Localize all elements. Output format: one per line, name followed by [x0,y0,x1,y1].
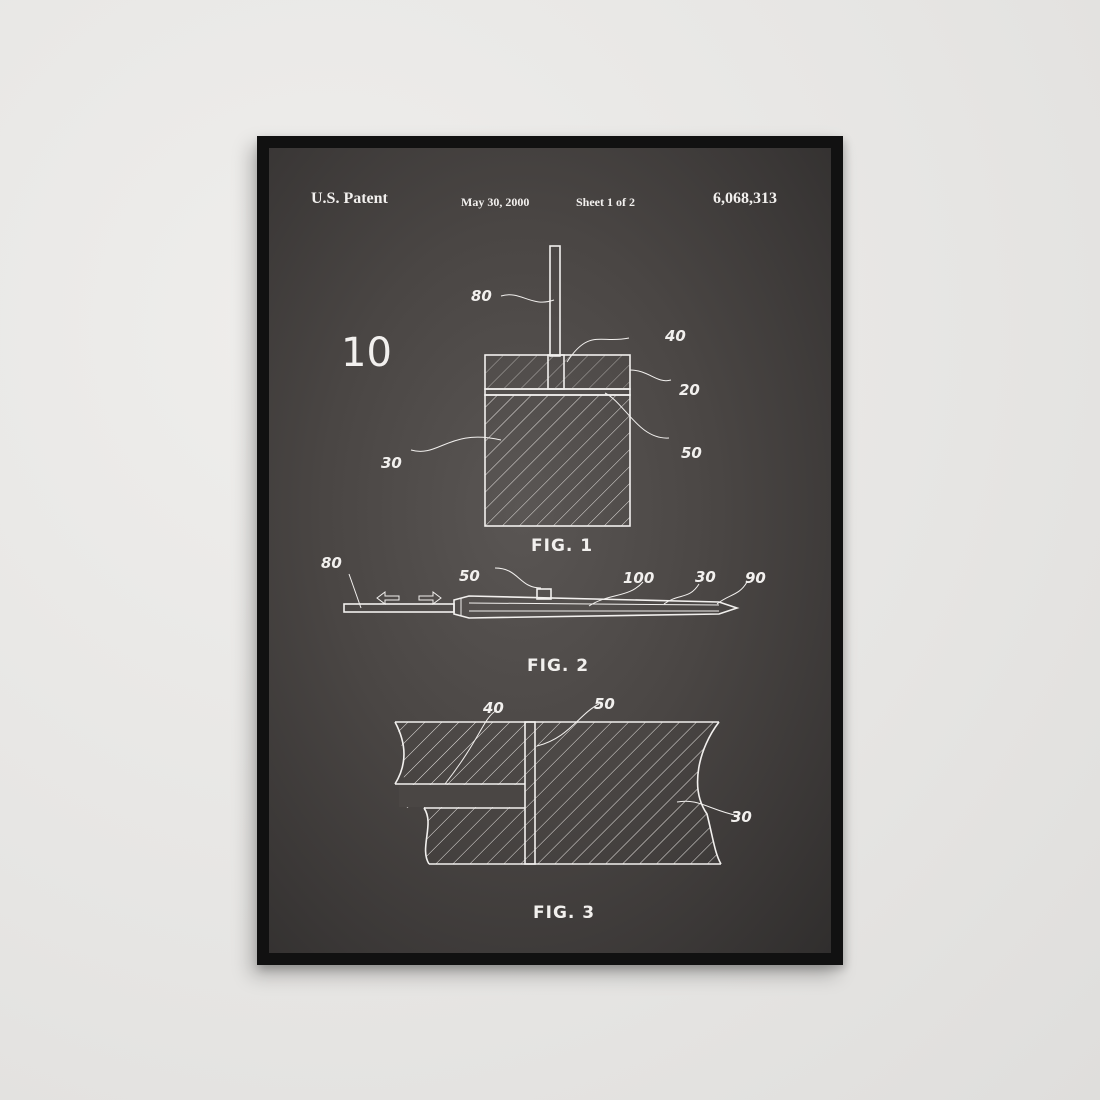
fig3-label-30: 30 [731,808,752,826]
fig1-label-80: 80 [471,287,492,305]
fig2-label-90: 90 [745,569,766,587]
fig1-label-40: 40 [664,327,686,345]
fig2-label-30: 30 [695,568,716,586]
fig1-drawing [410,245,672,527]
patent-board: U.S. Patent May 30, 2000 Sheet 1 of 2 6,… [269,148,831,953]
header-title: U.S. Patent [311,190,388,207]
poster-frame: U.S. Patent May 30, 2000 Sheet 1 of 2 6,… [257,136,843,965]
fig3-drawing [394,703,740,865]
fig1-caption: FIG. 1 [531,536,593,556]
fig3-label-40: 40 [482,699,504,717]
ref-number-10: 10 [341,330,392,376]
header-sheet: Sheet 1 of 2 [576,195,635,209]
fig3-label-50: 50 [594,695,615,713]
fig2-label-80: 80 [321,554,342,572]
patent-drawing: 10 80 40 [321,245,766,923]
fig2-label-50: 50 [459,567,480,585]
header-date: May 30, 2000 [461,195,530,209]
fig2-drawing [343,567,748,619]
header-patent-number: 6,068,313 [713,190,777,207]
fig1-label-50: 50 [681,444,702,462]
fig2-label-100: 100 [623,569,654,587]
fig3-caption: FIG. 3 [533,903,595,923]
fig1-label-30: 30 [381,454,402,472]
fig1-label-20: 20 [679,381,700,399]
fig2-caption: FIG. 2 [527,656,589,676]
